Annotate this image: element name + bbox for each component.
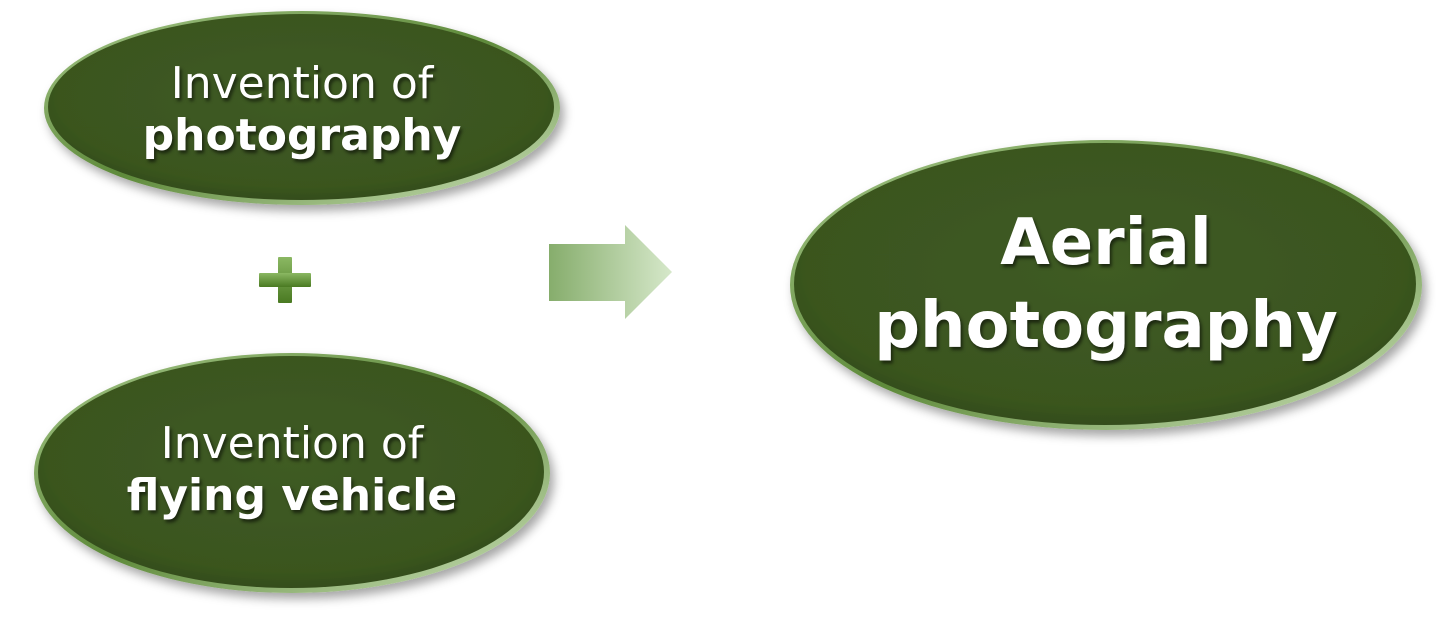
flying-vehicle-invention-line1: Invention of: [160, 418, 424, 470]
plus-icon: [259, 257, 311, 303]
photography-invention-label: Invention of photography: [47, 20, 557, 200]
ellipse-aerial-photography: [790, 140, 1422, 430]
ellipse-photography: [44, 11, 560, 205]
flying-vehicle-invention-line2: flying vehicle: [126, 470, 458, 521]
flying-vehicle-invention-label: Invention of flying vehicle: [37, 380, 547, 560]
photography-invention-line2: photography: [142, 110, 462, 161]
ellipse-flying-vehicle: [34, 353, 550, 593]
photography-invention-line1: Invention of: [170, 58, 434, 110]
right-arrow-icon: [549, 225, 672, 319]
aerial-photography-line1: Aerial: [1000, 205, 1212, 280]
aerial-photography-label: Aerial photography: [796, 140, 1416, 430]
aerial-photography-line2: photography: [874, 289, 1338, 363]
